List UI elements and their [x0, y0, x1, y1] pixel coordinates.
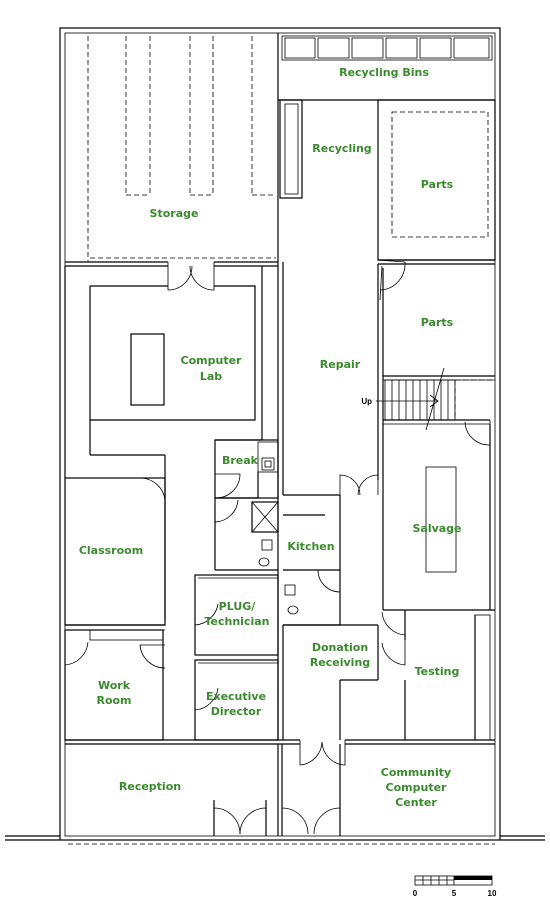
break-room [214, 439, 279, 499]
label-exec-line1: Executive [206, 690, 266, 703]
label-repair: Repair [320, 358, 361, 371]
label-computer-lab-line1: Computer [181, 354, 243, 367]
label-exec-line2: Director [211, 705, 262, 718]
salvage-area [382, 424, 495, 611]
label-donation-line1: Donation [312, 641, 368, 654]
label-plug-line1: PLUG/ [219, 600, 257, 613]
storage-area [65, 33, 279, 267]
label-salvage: Salvage [412, 522, 461, 535]
label-testing: Testing [415, 665, 460, 678]
parts-lower-room [383, 375, 495, 381]
scale-label-10: 10 [488, 889, 497, 898]
label-recycling: Recycling [312, 142, 371, 155]
label-parts-upper: Parts [421, 178, 454, 191]
doors [64, 259, 491, 836]
label-plug-line2: Technician [204, 615, 269, 628]
label-computer-lab-line2: Lab [200, 370, 222, 383]
label-work-room-line2: Room [96, 694, 131, 707]
label-classroom: Classroom [79, 544, 143, 557]
front-rooms [65, 739, 495, 836]
stairs-up-label: Up [361, 397, 372, 406]
stairs [376, 367, 490, 431]
label-ccc-line2: Computer [386, 781, 448, 794]
label-break: Break [222, 454, 259, 467]
label-ccc-line1: Community [381, 766, 451, 779]
scale-bar [414, 875, 493, 886]
label-work-room-line1: Work [98, 679, 131, 692]
scale-label-5: 5 [452, 889, 457, 898]
label-ccc-line3: Center [395, 796, 437, 809]
donation-receiving-room [282, 624, 379, 740]
label-recycling-bins: Recycling Bins [339, 66, 429, 79]
computer-lab-room [64, 266, 263, 478]
label-storage: Storage [150, 207, 199, 220]
parts-upper-room [377, 99, 496, 265]
label-donation-line2: Receiving [310, 656, 370, 669]
label-reception: Reception [119, 780, 181, 793]
label-parts-lower: Parts [421, 316, 454, 329]
label-kitchen: Kitchen [287, 540, 334, 553]
outer-walls [5, 27, 545, 845]
scale-label-0: 0 [413, 889, 418, 898]
recycling-room [277, 99, 303, 258]
